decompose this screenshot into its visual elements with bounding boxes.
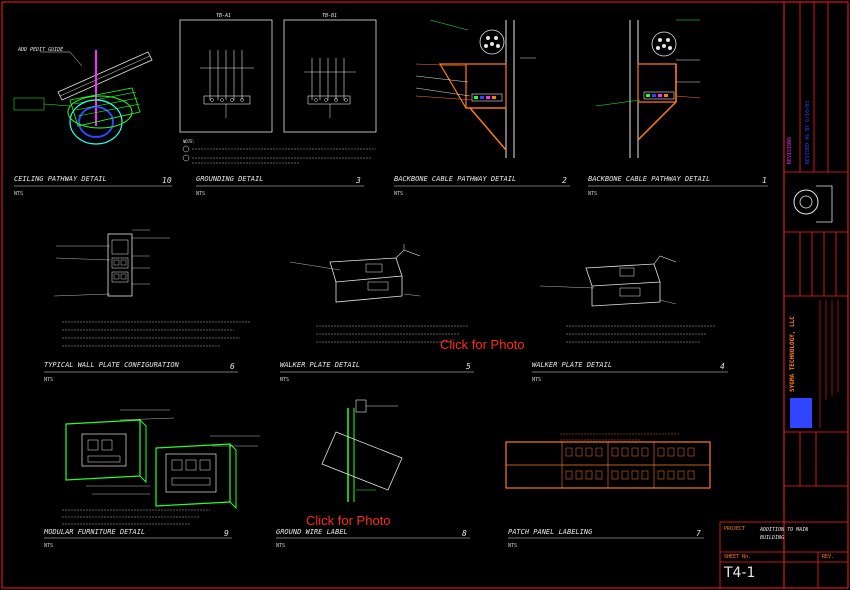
detail-scale: NTS bbox=[276, 543, 286, 549]
revision-entry: REVISED AS BY 6/10/03 bbox=[805, 100, 811, 164]
project-label: PROJECT bbox=[724, 526, 746, 532]
sheet-number: T4-1 bbox=[724, 565, 756, 581]
detail-number-2: 2 bbox=[562, 176, 567, 185]
detail-number-4: 4 bbox=[720, 362, 725, 371]
detail-scale: NTS bbox=[280, 377, 290, 383]
company-logo bbox=[793, 185, 833, 223]
backbone-2-drawing bbox=[415, 19, 536, 158]
ground-wire-drawing bbox=[321, 399, 403, 502]
sheet-title-line-1: ADDITION TO MAIN bbox=[760, 527, 809, 533]
detail-title-wall-plate: TYPICAL WALL PLATE CONFIGURATION bbox=[44, 361, 179, 369]
grounding-drawing bbox=[179, 19, 377, 164]
detail-title-grounding: GROUNDING DETAIL bbox=[196, 175, 264, 183]
modular-furniture-drawing bbox=[62, 409, 260, 525]
company-text-lines bbox=[819, 300, 839, 428]
detail-title-backbone-2: BACKBONE CABLE PATHWAY DETAIL bbox=[394, 175, 517, 183]
rev-label: REV. bbox=[822, 554, 835, 560]
click-for-photo-link[interactable]: Click for Photo bbox=[306, 513, 391, 528]
detail-number-1: 1 bbox=[762, 176, 767, 185]
detail-title-backbone-1: BACKBONE CABLE PATHWAY DETAIL bbox=[588, 175, 711, 183]
wall-plate-drawing bbox=[53, 229, 170, 297]
revisions-label: REVISIONS bbox=[787, 136, 793, 164]
detail-title-ceiling-pathway: CEILING PATHWAY DETAIL bbox=[14, 175, 107, 183]
detail-number-9: 9 bbox=[224, 529, 229, 538]
blue-logo-block bbox=[790, 398, 812, 428]
backbone-1-drawing bbox=[595, 19, 701, 158]
detail-scale: NTS bbox=[508, 543, 518, 549]
detail-number-5: 5 bbox=[466, 362, 471, 371]
walker-plate-4-drawing bbox=[539, 255, 677, 307]
sheet-label: SHEET No. bbox=[724, 554, 752, 560]
detail-scale: NTS bbox=[588, 191, 598, 197]
title-underlines bbox=[14, 185, 768, 539]
ceiling-pathway-drawing bbox=[13, 50, 153, 145]
walker-plate-5-drawing bbox=[289, 244, 421, 303]
grounding-right-label: TB-B1 bbox=[322, 13, 337, 19]
detail-title-walker-plate-5: WALKER PLATE DETAIL bbox=[280, 361, 361, 369]
detail-number-7: 7 bbox=[696, 529, 701, 538]
detail-number-6: 6 bbox=[230, 362, 235, 371]
detail-number-8: 8 bbox=[462, 529, 467, 538]
mid-notes-lines bbox=[62, 321, 716, 347]
company-name: SYGMA TECHNOLOGY, LLC bbox=[789, 316, 796, 392]
detail-title-modular-furniture: MODULAR FURNITURE DETAIL bbox=[44, 528, 146, 536]
detail-number-3: 3 bbox=[356, 176, 361, 185]
detail-scale: NTS bbox=[394, 191, 404, 197]
detail-scale: NTS bbox=[44, 543, 54, 549]
ceiling-callout: ADD PEDIT GUIDE bbox=[17, 47, 63, 53]
sheet-title-line-2: BUILDING bbox=[760, 535, 785, 541]
click-for-photo-link[interactable]: Click for Photo bbox=[440, 337, 525, 352]
detail-scale: NTS bbox=[44, 377, 54, 383]
detail-scale: NTS bbox=[532, 377, 542, 383]
detail-title-walker-plate-4: WALKER PLATE DETAIL bbox=[532, 361, 613, 369]
detail-title-patch-panel: PATCH PANEL LABELING bbox=[508, 528, 593, 536]
detail-number-10: 10 bbox=[162, 176, 172, 185]
detail-scale: NTS bbox=[196, 191, 206, 197]
patch-panel-drawing bbox=[505, 433, 711, 489]
detail-title-ground-wire-label: GROUND WIRE LABEL bbox=[276, 528, 348, 536]
detail-scale: NTS bbox=[14, 191, 24, 197]
grounding-notes-label: NOTE: bbox=[182, 139, 195, 144]
grounding-left-label: TB-A1 bbox=[216, 13, 231, 19]
title-block-lines bbox=[719, 2, 849, 589]
